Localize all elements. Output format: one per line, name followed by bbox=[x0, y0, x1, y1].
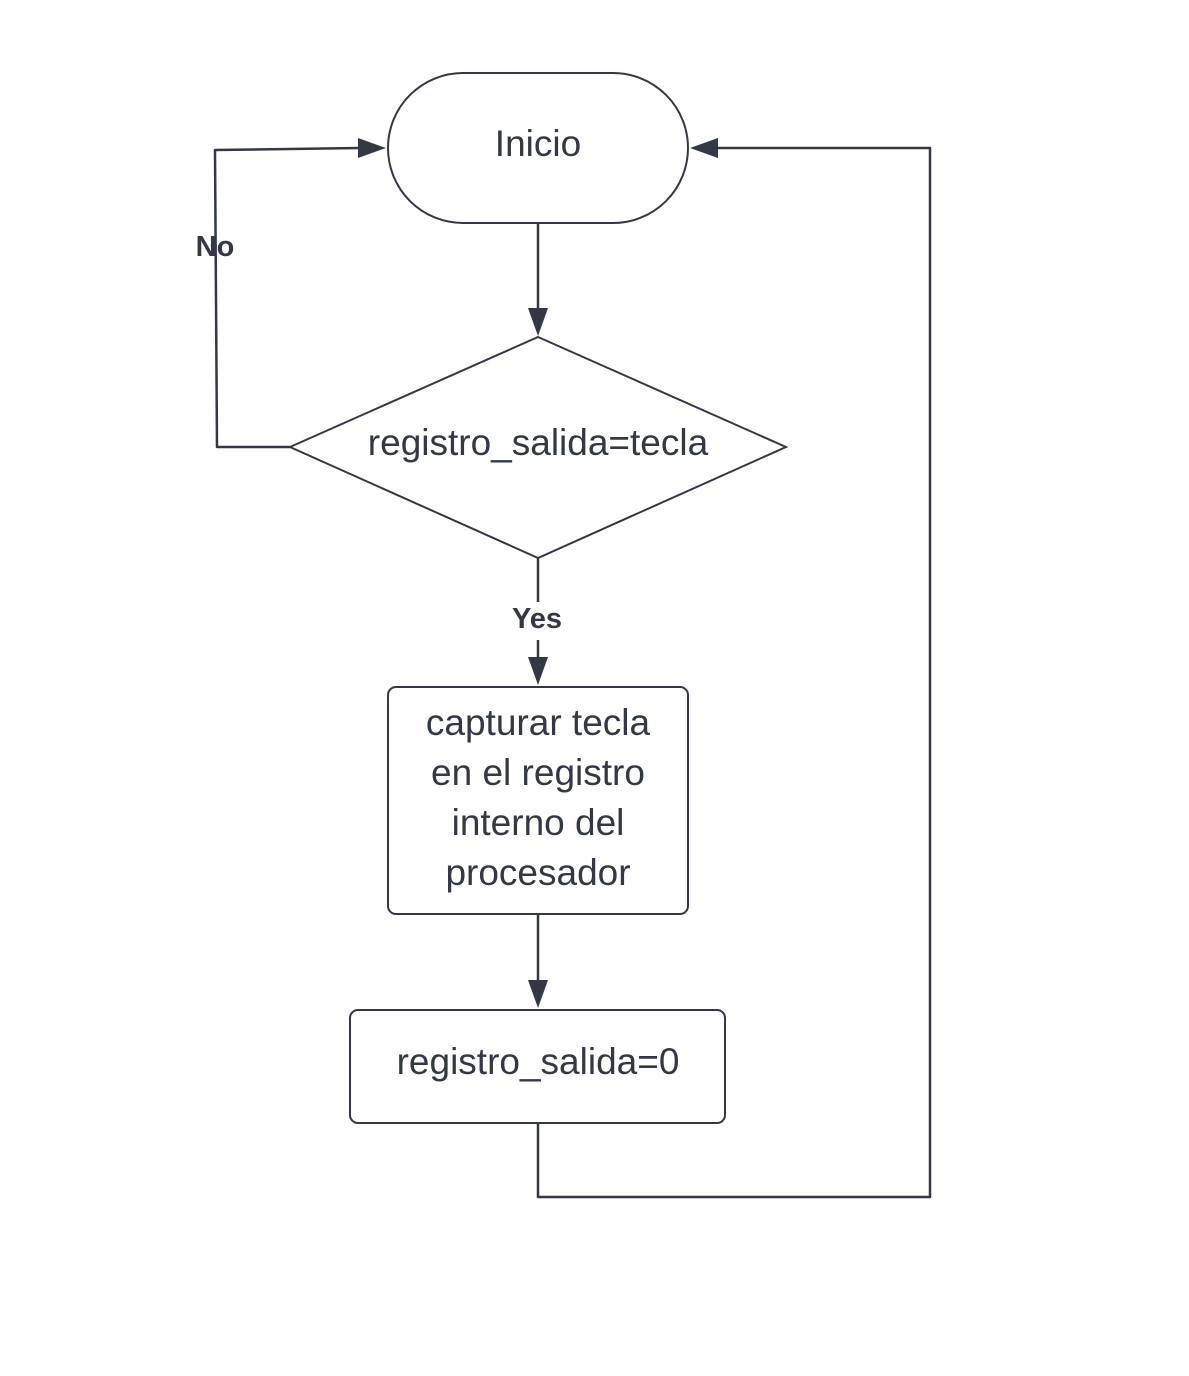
edge-decision-yes bbox=[528, 558, 548, 685]
capture-label-line: capturar tecla bbox=[426, 702, 651, 743]
edge-start-to-decision bbox=[528, 223, 548, 336]
edge-capture-to-reset bbox=[528, 914, 548, 1008]
start-label: Inicio bbox=[495, 123, 581, 164]
edge-decision-no-loop bbox=[213, 138, 386, 449]
arrowhead-icon bbox=[690, 138, 718, 158]
yes-label: Yes bbox=[512, 603, 562, 635]
edge-reset-loop-back bbox=[536, 138, 932, 1199]
capture-process-node: capturar tecla en el registro interno de… bbox=[387, 686, 689, 915]
capture-label-line: interno del bbox=[452, 802, 625, 843]
no-label: No bbox=[196, 231, 235, 263]
capture-label-line: en el registro bbox=[431, 752, 645, 793]
arrowhead-icon bbox=[528, 657, 548, 685]
arrowhead-icon bbox=[358, 138, 386, 158]
arrowhead-icon bbox=[528, 308, 548, 336]
capture-label-line: procesador bbox=[445, 852, 630, 893]
decision-node: registro_salida=tecla bbox=[287, 335, 789, 560]
decision-label: registro_salida=tecla bbox=[368, 422, 709, 463]
start-node: Inicio bbox=[387, 72, 689, 224]
reset-process-node: registro_salida=0 bbox=[349, 1009, 726, 1124]
reset-label: registro_salida=0 bbox=[397, 1041, 680, 1082]
arrowhead-icon bbox=[528, 980, 548, 1008]
